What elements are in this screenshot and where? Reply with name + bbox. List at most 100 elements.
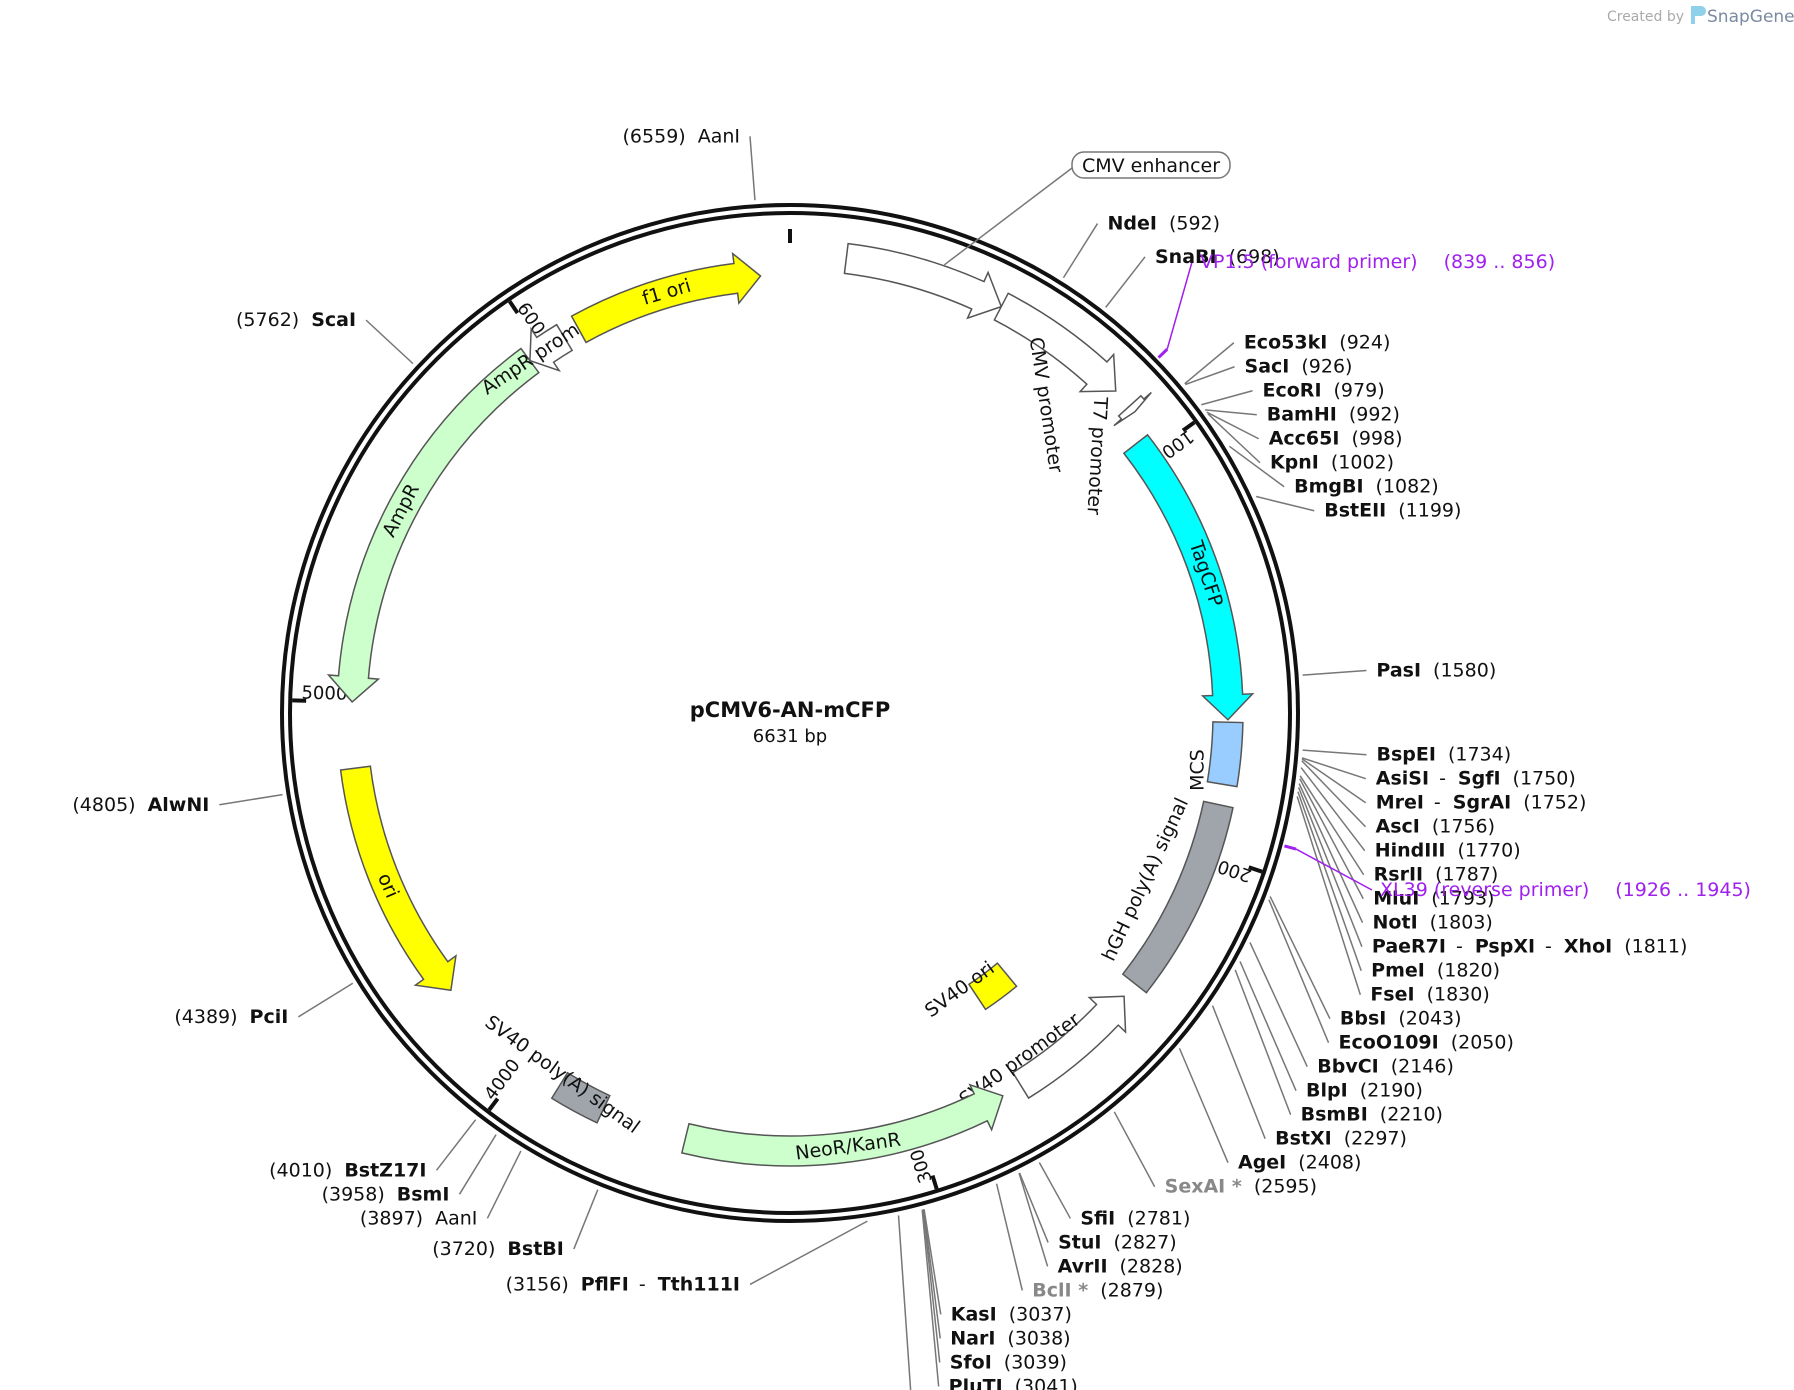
site-label-926[interactable]: SacI(926) <box>1245 356 1353 378</box>
feature-ori[interactable] <box>339 765 457 992</box>
tick-mark-6000 <box>508 300 520 315</box>
site-label-3037[interactable]: KasI(3037) <box>951 1303 1072 1325</box>
site-text-part: Tth111I <box>658 1273 740 1295</box>
site-label-3156[interactable]: (3156)PflFI-Tth111I <box>506 1273 740 1295</box>
site-label-1002[interactable]: KpnI(1002) <box>1270 452 1394 474</box>
site-label-1811[interactable]: PaeR7I-PspXI-XhoI(1811) <box>1372 936 1688 958</box>
site-text-part: BbvCI <box>1317 1056 1378 1078</box>
site-text-part: (592) <box>1169 213 1220 235</box>
feature-mcs[interactable] <box>1206 721 1244 788</box>
feature-neor-kanr[interactable] <box>680 1083 1004 1167</box>
feature-cmv-enhancer[interactable] <box>843 242 1003 320</box>
site-label-1820[interactable]: PmeI(1820) <box>1371 960 1500 982</box>
site-label-2190[interactable]: BlpI(2190) <box>1306 1080 1423 1102</box>
site-text-part: AanI <box>435 1207 477 1229</box>
site-text-part: BbsI <box>1340 1008 1386 1030</box>
site-label-2210[interactable]: BsmBI(2210) <box>1301 1104 1443 1126</box>
site-label-1793[interactable]: MluI(1793) <box>1373 888 1494 910</box>
feature-f1-ori[interactable] <box>570 251 762 344</box>
site-text-part: (5762) <box>236 309 299 331</box>
site-label-924[interactable]: Eco53kI(924) <box>1244 332 1391 354</box>
site-label-1082[interactable]: BmgBI(1082) <box>1294 476 1439 498</box>
site-label-2781[interactable]: SfiI(2781) <box>1080 1207 1190 1229</box>
feature-sv40-ori[interactable] <box>967 962 1018 1011</box>
site-label-1830[interactable]: FseI(1830) <box>1370 984 1489 1006</box>
site-label-592[interactable]: NdeI(592) <box>1107 213 1220 235</box>
site-text-part: PciI <box>250 1006 289 1028</box>
feature-label-cmv-enhancer: CMV enhancer <box>1082 155 1220 177</box>
site-text-part: (4805) <box>72 794 135 816</box>
site-label-1787[interactable]: RsrII(1787) <box>1374 864 1499 886</box>
site-leader-4805-alwni <box>219 793 283 806</box>
feature-sv40-polya[interactable] <box>550 1071 611 1124</box>
feature-sv40-promoter[interactable] <box>1011 995 1127 1100</box>
feature-ampr[interactable] <box>326 347 540 703</box>
site-label-1199[interactable]: BstEII(1199) <box>1324 500 1461 522</box>
site-label-2043[interactable]: BbsI(2043) <box>1340 1008 1462 1030</box>
site-leader-eco53ki-924 <box>1184 342 1235 385</box>
site-label-4010[interactable]: (4010)BstZ17I <box>269 1159 426 1181</box>
site-text-part: PaeR7I <box>1372 936 1446 958</box>
site-label-698[interactable]: SnaBI(698) <box>1155 246 1280 268</box>
primer-label-vp1-5-forward-primer[interactable]: VP1.5 (forward primer) (839 .. 856) <box>1200 251 1555 273</box>
site-label-6559[interactable]: (6559)AanI <box>623 125 740 147</box>
site-label-1803[interactable]: NotI(1803) <box>1373 912 1493 934</box>
site-label-2879[interactable]: BclI *(2879) <box>1032 1279 1163 1301</box>
primer-name: VP1.5 (forward primer) <box>1200 251 1418 273</box>
plasmid-size: 6631 bp <box>753 726 827 747</box>
site-leader-3720-bstbi <box>573 1189 599 1250</box>
site-leader-3958-bsmi <box>458 1134 497 1195</box>
site-label-2408[interactable]: AgeI(2408) <box>1238 1152 1361 1174</box>
site-label-992[interactable]: BamHI(992) <box>1267 404 1400 426</box>
site-label-3720[interactable]: (3720)BstBI <box>432 1238 564 1260</box>
site-text-part: (2879) <box>1100 1279 1163 1301</box>
site-label-1756[interactable]: AscI(1756) <box>1375 816 1495 838</box>
site-label-2146[interactable]: BbvCI (2146) <box>1317 1056 1454 1078</box>
site-label-3897[interactable]: (3897)AanI <box>360 1207 477 1229</box>
site-label-998[interactable]: Acc65I(998) <box>1269 428 1403 450</box>
feature-cmv-promoter[interactable] <box>993 292 1117 393</box>
site-leader-4389-pcii <box>297 982 354 1018</box>
site-text-part: (2146) <box>1391 1056 1454 1078</box>
feature-hgh-polya[interactable] <box>1121 800 1234 994</box>
site-text-part: (4010) <box>269 1159 332 1181</box>
site-label-1734[interactable]: BspEI(1734) <box>1376 744 1511 766</box>
site-text-part: (2408) <box>1298 1152 1361 1174</box>
site-label-3038[interactable]: NarI(3038) <box>950 1327 1070 1349</box>
site-label-1770[interactable]: HindIII(1770) <box>1375 840 1521 862</box>
site-text-part: AvrII <box>1058 1255 1108 1277</box>
snapgene-branding[interactable]: Created by SnapGene <box>1607 6 1794 27</box>
site-label-979[interactable]: EcoRI(979) <box>1263 380 1385 402</box>
site-label-2827[interactable]: StuI (2827) <box>1058 1231 1177 1253</box>
site-label-5762[interactable]: (5762)ScaI <box>236 309 356 331</box>
site-label-4805[interactable]: (4805)AlwNI <box>72 794 209 816</box>
site-label-3041[interactable]: PluTI(3041) <box>949 1375 1078 1390</box>
site-label-2050[interactable]: EcoO109I(2050) <box>1339 1032 1514 1054</box>
site-text-part: Acc65I <box>1269 428 1340 450</box>
feature-tagcfp[interactable] <box>1122 433 1255 721</box>
site-label-2828[interactable]: AvrII(2828) <box>1058 1255 1183 1277</box>
site-text-part: (924) <box>1339 332 1390 354</box>
primer-label-xl39-reverse-primer[interactable]: XL39 (reverse primer)(1926 .. 1945) <box>1380 879 1751 901</box>
feature-ampr-promoter[interactable] <box>529 323 574 372</box>
site-text-part: (2827) <box>1113 1231 1176 1253</box>
site-label-1750[interactable]: AsiSI-SgfI(1750) <box>1376 768 1576 790</box>
site-leader-noti-1803 <box>1298 783 1364 924</box>
feature-t7-promoter[interactable] <box>1113 391 1152 427</box>
site-text-part: StuI <box>1058 1231 1101 1253</box>
site-label-1752[interactable]: MreI-SgrAI(1752) <box>1376 792 1587 814</box>
primer-range: (839 .. 856) <box>1444 251 1556 273</box>
cmv-enhancer-label-box <box>1071 151 1231 179</box>
site-label-2595[interactable]: SexAI *(2595) <box>1165 1176 1317 1198</box>
site-text-part: (1787) <box>1435 864 1498 886</box>
site-text-part: - <box>639 1273 646 1295</box>
site-label-4389[interactable]: (4389)PciI <box>174 1006 288 1028</box>
site-text-part: - <box>1545 936 1552 958</box>
site-label-3039[interactable]: SfoI(3039) <box>950 1351 1067 1373</box>
site-label-3958[interactable]: (3958)BsmI <box>322 1183 450 1205</box>
site-text-part: PflFI <box>581 1273 629 1295</box>
site-text-part: AsiSI <box>1376 768 1429 790</box>
site-label-2297[interactable]: BstXI(2297) <box>1275 1128 1407 1150</box>
site-label-1580[interactable]: PasI(1580) <box>1376 659 1496 681</box>
